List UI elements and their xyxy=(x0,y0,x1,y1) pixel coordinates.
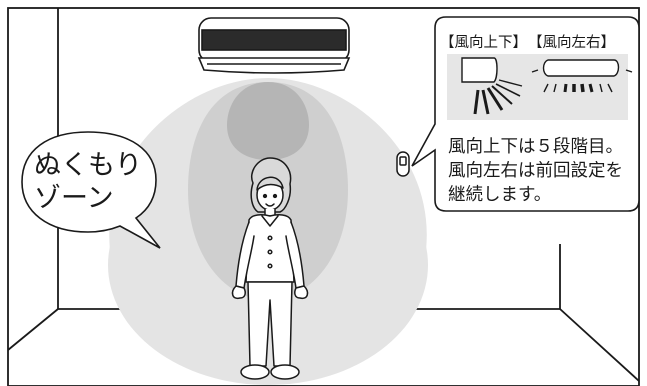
bubble-line-1: ぬくもり xyxy=(34,150,142,181)
remote-control-icon xyxy=(396,151,410,177)
description-line-3: 継続します。 xyxy=(448,185,552,205)
bubble-line-2: ゾーン xyxy=(34,183,114,214)
label-horizontal-direction: 【風向左右】 xyxy=(528,35,615,51)
airflow-vertical-icon xyxy=(461,57,523,115)
woman-in-pajamas-icon xyxy=(231,157,309,380)
airflow-horizontal-icon xyxy=(531,59,633,93)
description-line-2: 風向左右は前回設定を xyxy=(448,161,623,181)
warm-zone-inner xyxy=(227,82,309,160)
speech-bubble xyxy=(21,131,161,249)
description-line-1: 風向上下は５段階目。 xyxy=(448,137,623,157)
label-vertical-direction: 【風向上下】 xyxy=(440,35,527,51)
air-conditioner-icon xyxy=(197,17,351,74)
